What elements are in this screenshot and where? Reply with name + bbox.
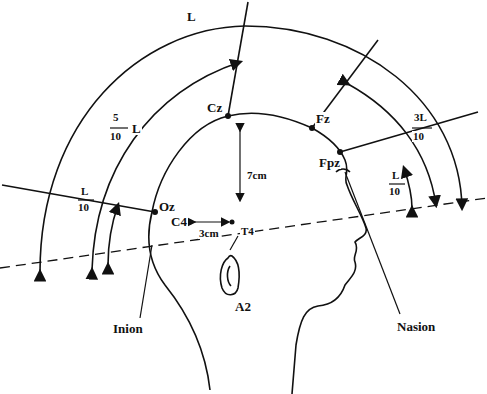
label: Fpz xyxy=(318,156,341,169)
label: Nasion xyxy=(396,320,436,333)
label: 10 xyxy=(412,131,425,142)
label: 10 xyxy=(77,202,90,213)
label: L xyxy=(186,10,197,23)
label: L xyxy=(391,170,400,181)
label: 7cm xyxy=(246,170,268,181)
label: Fz xyxy=(315,112,331,125)
label: 3L xyxy=(413,112,428,123)
label: Oz xyxy=(158,200,176,213)
label: 3cm xyxy=(198,228,220,239)
label: 10 xyxy=(109,131,122,142)
label: Cz xyxy=(206,101,223,114)
label: C4 xyxy=(170,215,188,228)
label: 5 xyxy=(112,112,120,123)
label: L xyxy=(80,186,89,197)
label: A2 xyxy=(234,300,252,313)
label: T4 xyxy=(240,226,255,237)
label: L xyxy=(131,122,142,135)
label: 10 xyxy=(388,186,401,197)
label: Inion xyxy=(112,322,144,335)
